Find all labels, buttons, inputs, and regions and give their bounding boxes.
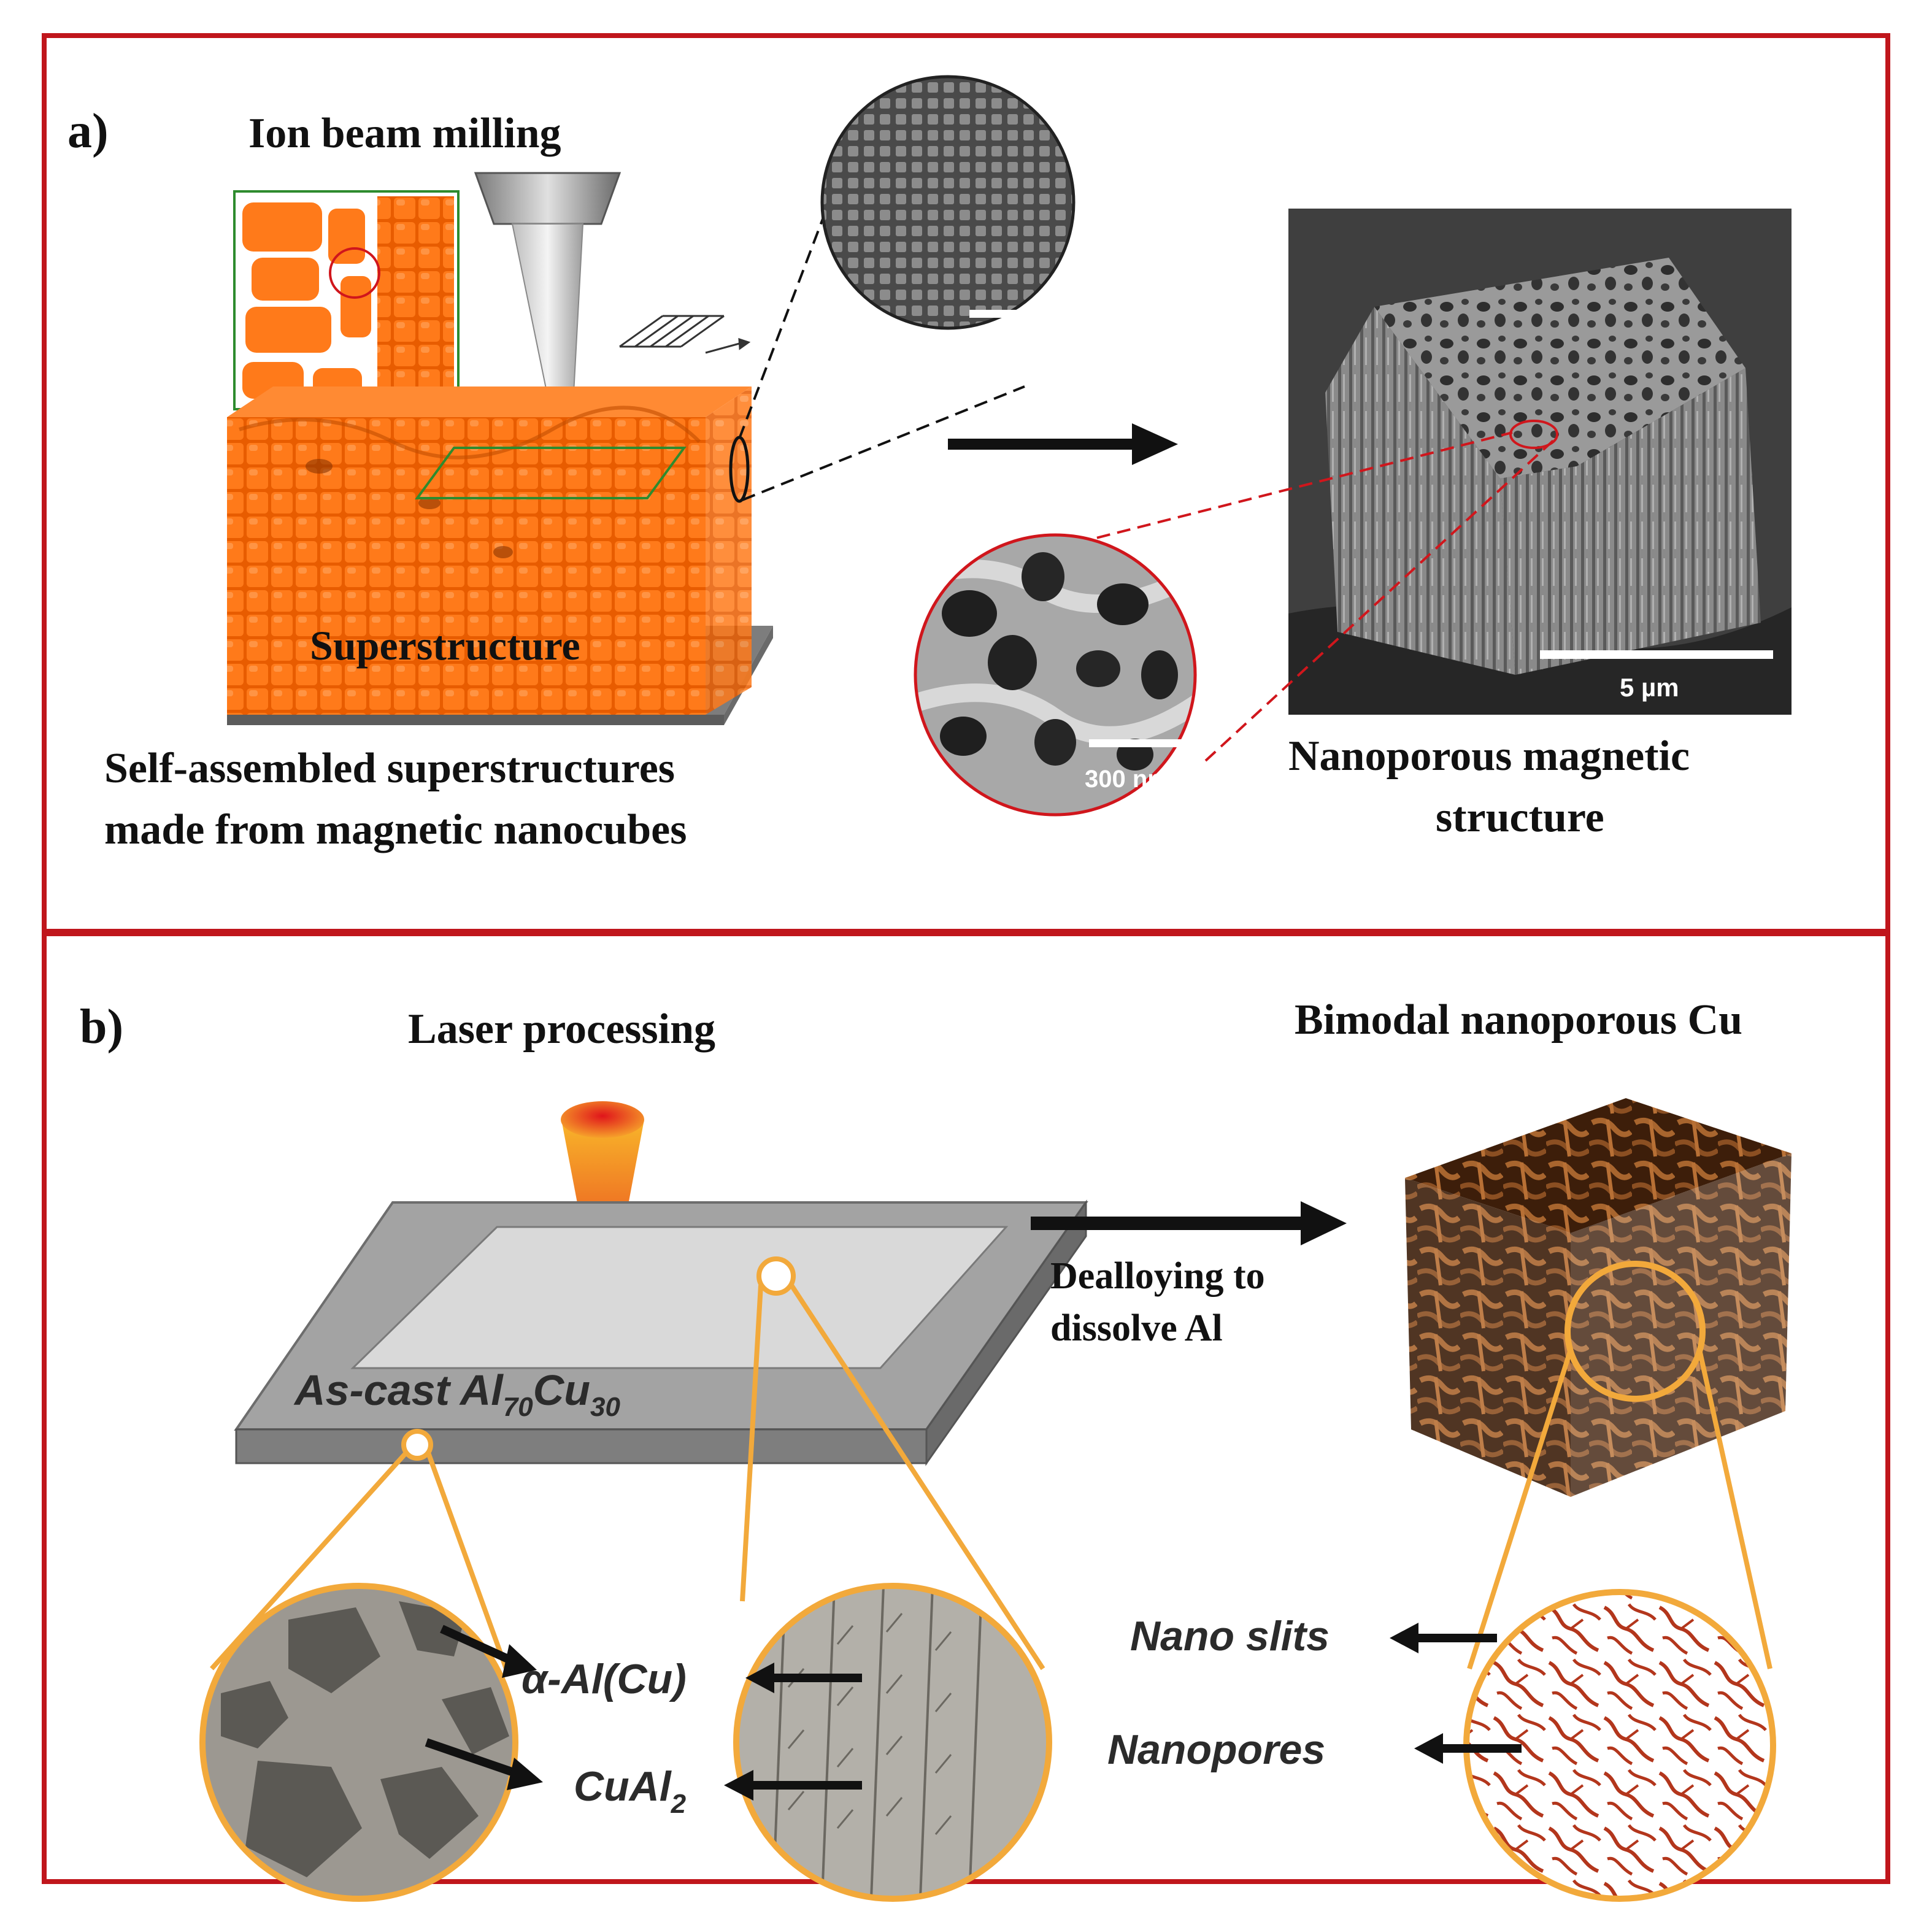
dealloying-line1: Dealloying to (1050, 1255, 1265, 1297)
nano-slits-label: Nano slits (1130, 1613, 1330, 1659)
caption-left-line2: made from magnetic nanocubes (104, 806, 687, 853)
scale-bar-100nm (969, 310, 1080, 318)
phase-alpha-label: α-Al(Cu) (521, 1656, 687, 1702)
pore-arrows (1390, 1623, 1522, 1764)
zoom-line-2a (1076, 431, 1513, 544)
panel-a-label: a) (67, 104, 109, 158)
caption-left-line1: Self-assembled superstructures (104, 745, 675, 792)
nanocube-inset (233, 190, 460, 410)
dealloying-arrow (1031, 1201, 1347, 1245)
laser-title: Laser processing (408, 1006, 715, 1053)
sem-nanocube-array (820, 75, 1080, 330)
microstructure-circle-2 (733, 1583, 1052, 1902)
superstructure-block (227, 386, 773, 725)
zoom-line-1a (738, 196, 833, 439)
alloy-label: As-cast Al70Cu30 (293, 1366, 620, 1422)
microstructure-circle-1 (199, 1583, 518, 1902)
scale-label-5um: 5 µm (1620, 673, 1679, 702)
scan-pattern-icon (619, 315, 751, 354)
alloy-slab (234, 1199, 1088, 1466)
phase-arrows (425, 1625, 862, 1801)
caption-right-line1: Nanoporous magnetic (1288, 733, 1690, 780)
bimodal-title: Bimodal nanoporous Cu (1295, 996, 1742, 1044)
process-arrow-a (948, 423, 1178, 465)
nanopores-label: Nanopores (1107, 1726, 1325, 1773)
scale-label-300nm: 300 nm (1085, 766, 1169, 793)
zoom-line-1b (742, 385, 1025, 501)
scale-bar-300nm (1089, 739, 1190, 747)
phase-cual2-label: CuAl2 (574, 1763, 687, 1819)
ion-beam-title: Ion beam milling (248, 110, 561, 157)
nanoporous-cu-cube (1405, 1098, 1792, 1497)
scale-label-100nm: 100 nm (980, 334, 1065, 361)
caption-right-line2: structure (1436, 794, 1604, 841)
sem-nanoporous-block (1288, 209, 1792, 715)
panel-b-label: b) (80, 1000, 123, 1054)
callout-lines-right (1467, 1348, 1772, 1670)
dealloying-line2: dissolve Al (1050, 1307, 1223, 1349)
superstructure-label: Superstructure (310, 622, 580, 669)
scale-bar-5um (1540, 650, 1773, 659)
zoom-line-2b (1204, 437, 1557, 762)
callout-lines-left (210, 1256, 1045, 1671)
svg-text:As-cast Al70Cu30: As-cast Al70Cu30 (293, 1366, 620, 1422)
